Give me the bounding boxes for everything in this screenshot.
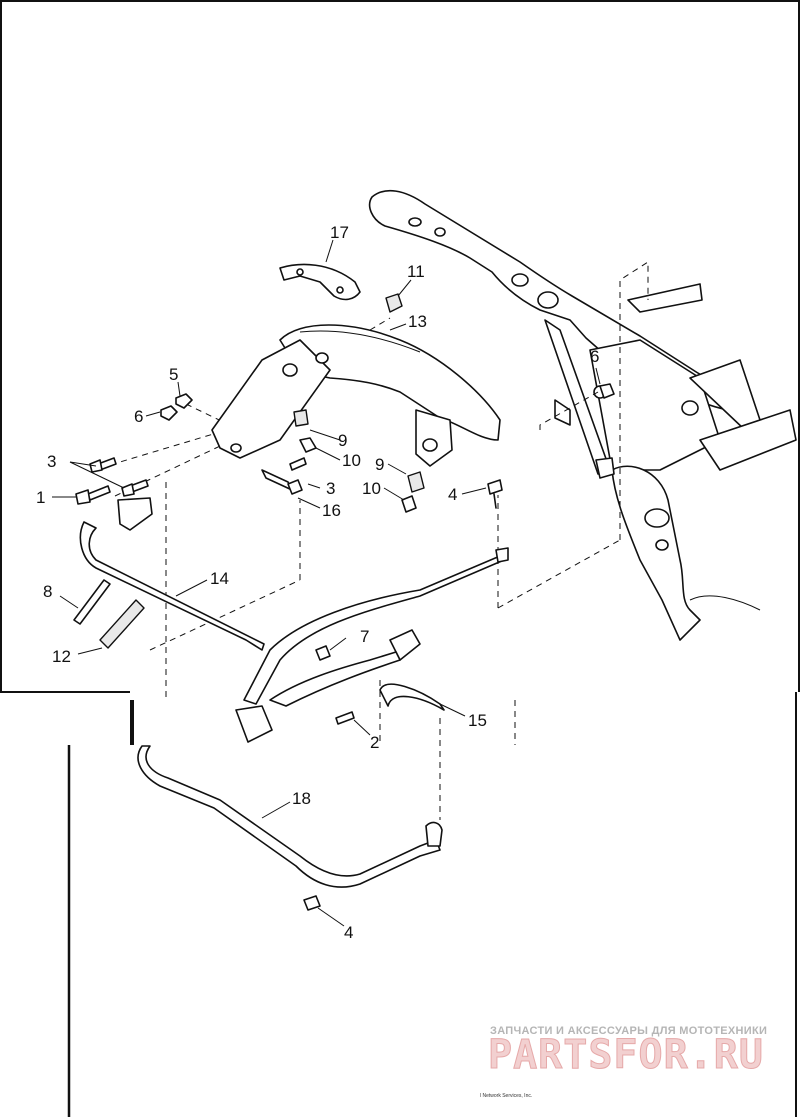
callout-3-right: 3 (326, 479, 335, 498)
callout-13: 13 (408, 312, 427, 331)
callout-9-lower: 9 (375, 455, 384, 474)
motorcycle-frame (368, 189, 797, 641)
callout-1: 1 (36, 488, 45, 507)
callout-10-lower: 10 (362, 479, 381, 498)
callout-6-left: 6 (134, 407, 143, 426)
callout-4-lower: 4 (344, 923, 353, 942)
part-11-clip (385, 293, 403, 313)
part-13-fender-support (211, 324, 501, 467)
callout-9-upper: 9 (338, 431, 347, 450)
part-14-rail (79, 497, 509, 743)
part-17-cover (279, 263, 361, 301)
callout-3-left: 3 (47, 452, 56, 471)
callout-6-right: 6 (590, 347, 599, 366)
callout-16: 16 (322, 501, 341, 520)
callout-2: 2 (370, 733, 379, 752)
part-15-strap (379, 683, 445, 711)
leader-lines (52, 239, 601, 927)
part-8-pin (73, 579, 111, 625)
hardware-screws (75, 457, 503, 911)
callout-18: 18 (292, 789, 311, 808)
callout-15: 15 (468, 711, 487, 730)
callout-labels: 17 11 13 5 6 6 3 3 1 16 9 10 9 10 4 4 14… (36, 223, 599, 942)
footer-credit: l Network Services, Inc. (480, 1093, 532, 1099)
lower-panel (0, 692, 800, 1117)
hardware-nuts (160, 383, 615, 661)
watermark-tagline: ЗАПЧАСТИ И АКСЕССУАРЫ ДЛЯ МОТОТЕХНИКИ (490, 1025, 767, 1037)
callout-14: 14 (210, 569, 229, 588)
part-12-spring (99, 599, 145, 649)
callout-4-upper: 4 (448, 485, 457, 504)
watermark-brand: PARTSFOR.RU (488, 1032, 764, 1078)
callout-8: 8 (43, 582, 52, 601)
callout-7: 7 (360, 627, 369, 646)
part-18-lower-rail (137, 745, 443, 888)
callout-11: 11 (407, 262, 425, 281)
watermark: ЗАПЧАСТИ И АКСЕССУАРЫ ДЛЯ МОТОТЕХНИКИ PA… (488, 1025, 767, 1079)
callout-17: 17 (330, 223, 349, 242)
callout-5: 5 (169, 365, 178, 384)
callout-12: 12 (52, 647, 71, 666)
callout-10-upper: 10 (342, 451, 361, 470)
